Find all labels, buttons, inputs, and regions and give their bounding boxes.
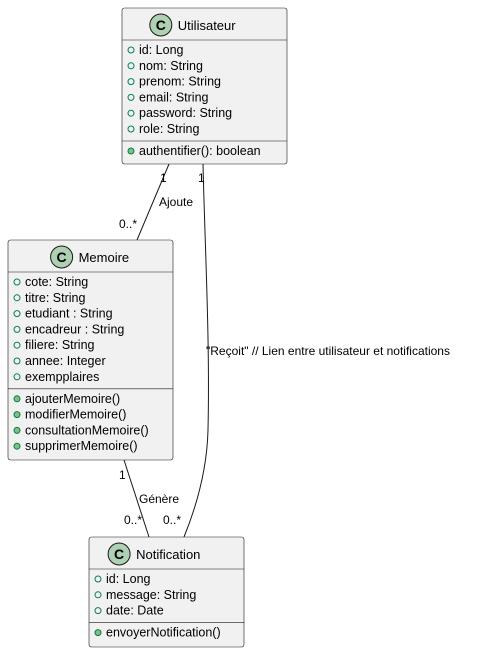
relation-genere-line — [123, 459, 150, 538]
class-stereotype-letter: C — [156, 17, 166, 33]
memoire-attribute: encadreur : String — [25, 322, 124, 336]
utilisateur-attribute: id: Long — [139, 43, 184, 57]
public-method-icon — [13, 426, 21, 434]
public-visibility-icon — [13, 357, 21, 365]
public-visibility-icon — [127, 109, 135, 117]
public-visibility-icon — [13, 310, 21, 318]
public-visibility-icon — [94, 591, 102, 599]
public-visibility-icon — [127, 125, 135, 133]
class-icon — [107, 542, 131, 566]
memoire-class-name: Memoire — [79, 250, 130, 265]
notification-attribute: message: String — [106, 588, 196, 602]
public-visibility-icon — [127, 62, 135, 70]
relation-recoit-line — [183, 163, 209, 538]
memoire-attribute: annee: Integer — [25, 354, 106, 368]
memoire-attribute: exempplaires — [25, 370, 99, 384]
memoire-attribute: cote: String — [25, 275, 88, 289]
memoire-method: supprimerMemoire() — [25, 439, 138, 453]
utilisateur-box — [121, 7, 288, 165]
public-visibility-icon — [13, 341, 21, 349]
public-visibility-icon — [127, 46, 135, 54]
public-visibility-icon — [127, 78, 135, 86]
memoire-method: ajouterMemoire() — [25, 392, 120, 406]
class-stereotype-letter: C — [57, 249, 67, 265]
memoire-method: modifierMemoire() — [25, 408, 126, 422]
public-method-icon — [127, 147, 135, 155]
public-visibility-icon — [127, 93, 135, 101]
memoire-attribute: titre: String — [25, 291, 85, 305]
memoire-attribute: etudiant : String — [25, 307, 113, 321]
relation-recoit-label: "Reçoit" // Lien entre utilisateur et no… — [206, 344, 450, 358]
relation-ajoute-label: Ajoute — [159, 195, 193, 209]
memoire-box — [7, 239, 174, 461]
relation-recoit-source-multiplicity: 1 — [198, 171, 205, 185]
relation-recoit-target-multiplicity: 0..* — [163, 513, 181, 527]
memoire-attribute: filiere: String — [25, 338, 95, 352]
public-visibility-icon — [13, 373, 21, 381]
relation-recoit: "Reçoit" // Lien entre utilisateur et no… — [163, 163, 450, 538]
utilisateur-attribute: prenom: String — [139, 75, 221, 89]
public-method-icon — [13, 442, 21, 450]
class-notification: C Notification id: Long message: String date… — [88, 536, 245, 648]
public-visibility-icon — [13, 325, 21, 333]
notification-box — [88, 536, 245, 648]
relation-ajoute: Ajoute 1 0..* — [119, 163, 193, 241]
public-visibility-icon — [94, 607, 102, 615]
class-memoire: C Memoire cote: String titre: String etudian… — [7, 239, 174, 461]
relation-genere-target-multiplicity: 0..* — [124, 513, 142, 527]
relation-genere-source-multiplicity: 1 — [119, 468, 126, 482]
notification-class-name: Notification — [136, 547, 200, 562]
utilisateur-class-name: Utilisateur — [178, 18, 236, 33]
relation-ajoute-target-multiplicity: 0..* — [119, 217, 137, 231]
class-stereotype-letter: C — [114, 546, 124, 562]
utilisateur-attribute: email: String — [139, 90, 209, 104]
memoire-method: consultationMemoire() — [25, 423, 149, 437]
utilisateur-attribute: nom: String — [139, 59, 203, 73]
notification-attribute: id: Long — [106, 572, 151, 586]
public-visibility-icon — [13, 278, 21, 286]
notification-attribute: date: Date — [106, 604, 164, 618]
public-method-icon — [13, 411, 21, 419]
utilisateur-attribute: role: String — [139, 122, 199, 136]
notification-method: envoyerNotification() — [106, 626, 221, 640]
relation-genere: Génère 1 0..* — [119, 459, 179, 538]
class-icon — [149, 13, 173, 37]
class-icon — [50, 245, 74, 269]
class-utilisateur: C Utilisateur id: Long nom: String prenom: S… — [121, 7, 288, 165]
utilisateur-attribute: password: String — [139, 106, 232, 120]
public-visibility-icon — [94, 575, 102, 583]
relation-ajoute-source-multiplicity: 1 — [160, 171, 167, 185]
public-method-icon — [13, 395, 21, 403]
utilisateur-method: authentifier(): boolean — [139, 144, 261, 158]
public-method-icon — [94, 629, 102, 637]
relation-genere-label: Génère — [139, 492, 179, 506]
public-visibility-icon — [13, 294, 21, 302]
relation-ajoute-line — [136, 163, 170, 241]
